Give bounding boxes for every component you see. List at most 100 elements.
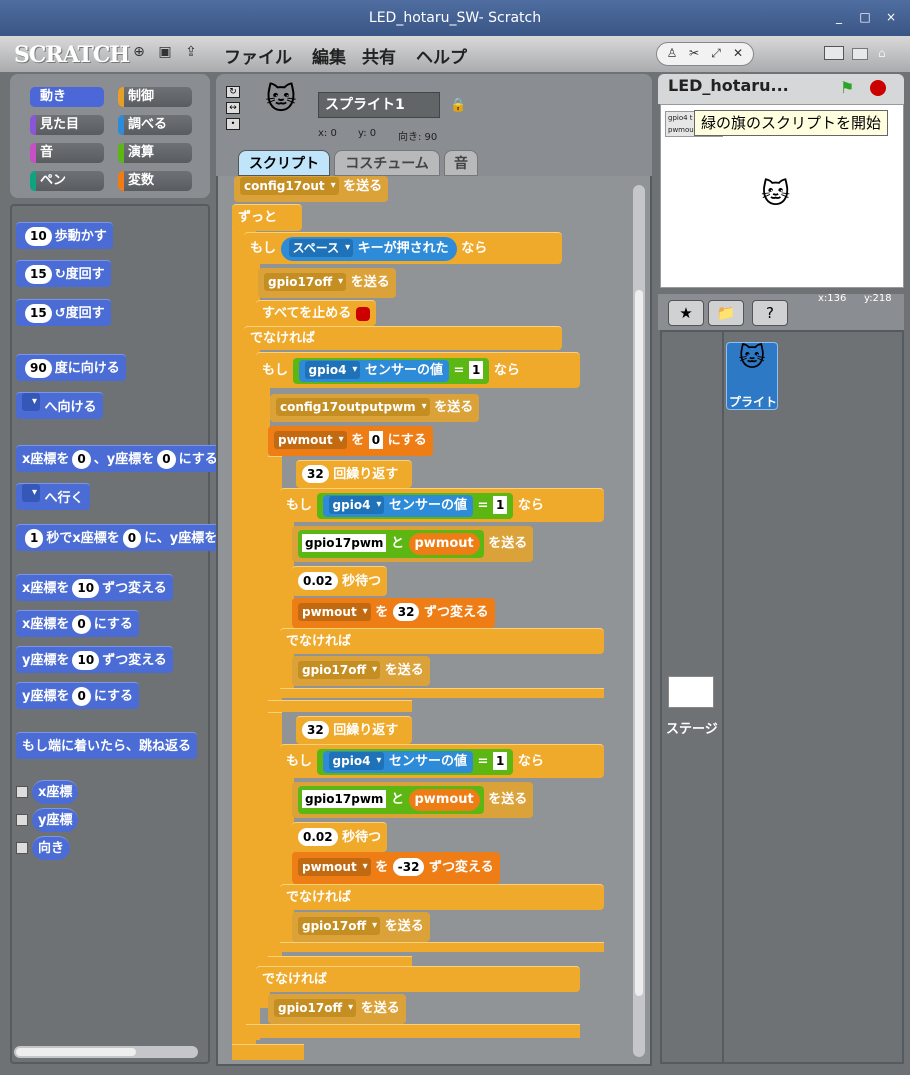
presentation-icon[interactable]: ⌂ <box>878 46 886 60</box>
category-sensing[interactable]: 調べる <box>118 115 192 135</box>
send-gpio17off-3[interactable]: gpio17off を送る <box>292 912 430 942</box>
repeat-count-input[interactable]: 32 <box>302 721 329 739</box>
checkbox-y[interactable] <box>16 814 28 826</box>
wait-input[interactable]: 0.02 <box>298 828 338 846</box>
paint-sprite-icon[interactable]: ★ <box>668 300 704 326</box>
globe-icon[interactable]: ⊕ <box>133 44 145 60</box>
grow-icon[interactable]: ⤢ <box>711 46 721 60</box>
menu-help[interactable]: ヘルプ <box>416 48 467 68</box>
join-text-input[interactable]: gpio17pwm <box>302 790 387 808</box>
pwmout-reporter[interactable]: pwmout <box>408 533 480 555</box>
join-text-input[interactable]: gpio17pwm <box>302 534 387 552</box>
goto-y-input[interactable]: 0 <box>157 450 176 469</box>
sensor-value[interactable]: gpio4 センサーの値 <box>322 751 473 773</box>
category-pen[interactable]: ペン <box>30 171 104 191</box>
pwmout-reporter[interactable]: pwmout <box>408 789 480 811</box>
glide-x-input[interactable]: 0 <box>122 529 142 548</box>
block-bounce[interactable]: もし端に着いたら、跳ね返る <box>16 732 198 759</box>
send-config17out[interactable]: config17out を送る <box>234 176 389 202</box>
set-x-input[interactable]: 0 <box>72 615 91 634</box>
broadcast-dropdown[interactable]: config17out <box>240 177 339 195</box>
stage-tile[interactable] <box>668 676 714 708</box>
reporter-x[interactable]: x座標 <box>32 780 79 804</box>
variable-dropdown[interactable]: pwmout <box>274 431 347 449</box>
sprite-name-field[interactable]: スプライト1 <box>318 92 440 118</box>
reporter-direction[interactable]: 向き <box>32 836 71 860</box>
reporter-y[interactable]: y座標 <box>32 808 79 832</box>
tab-sounds[interactable]: 音 <box>444 150 478 176</box>
wait-2[interactable]: 0.02 秒待つ <box>292 822 388 852</box>
close-button[interactable]: × <box>885 10 897 24</box>
join-operator[interactable]: gpio17pwm と pwmout <box>298 530 484 558</box>
checkbox-x[interactable] <box>16 786 28 798</box>
set-value-input[interactable]: 0 <box>368 431 384 449</box>
stop-sign-icon[interactable] <box>870 80 886 96</box>
menu-file[interactable]: ファイル <box>224 48 292 68</box>
compare-input[interactable]: 1 <box>492 496 508 514</box>
turn-left-input[interactable]: 15 <box>25 304 52 323</box>
if-gpio4-3[interactable]: もし gpio4 センサーの値 = 1 なら <box>280 744 604 778</box>
change-value-input[interactable]: 32 <box>392 603 420 621</box>
change-pwmout-plus[interactable]: pwmout を 32 ずつ変える <box>292 598 495 628</box>
towards-dropdown[interactable] <box>22 393 40 411</box>
goto-x-input[interactable]: 0 <box>72 450 91 469</box>
move-steps-input[interactable]: 10 <box>25 227 52 246</box>
share-icon[interactable]: ⇪ <box>185 44 197 60</box>
equals-operator[interactable]: gpio4 センサーの値 = 1 <box>316 749 514 775</box>
change-y-input[interactable]: 10 <box>72 651 100 670</box>
turn-right-input[interactable]: 15 <box>25 265 52 284</box>
direction-input[interactable]: 90 <box>25 359 52 378</box>
send-gpio17pwm-1[interactable]: gpio17pwm と pwmout を送る <box>292 526 534 562</box>
block-turn-right[interactable]: 15↻度回す <box>16 260 111 287</box>
broadcast-dropdown[interactable]: config17outputpwm <box>276 398 430 416</box>
stop-all-block[interactable]: すべてを止める <box>256 300 376 326</box>
variable-dropdown[interactable]: pwmout <box>298 603 371 621</box>
sprite-tile[interactable]: 🐱 プライト <box>726 342 778 410</box>
tab-costumes[interactable]: コスチューム <box>334 150 440 176</box>
set-pwmout[interactable]: pwmout を 0 にする <box>268 426 433 456</box>
cut-icon[interactable]: ✂ <box>688 46 700 60</box>
layout-small-icon[interactable] <box>852 48 868 60</box>
block-turn-left[interactable]: 15↺度回す <box>16 299 111 326</box>
key-pressed-sensor[interactable]: スペース キーが押された <box>280 237 457 261</box>
send-gpio17off-4[interactable]: gpio17off を送る <box>268 994 406 1024</box>
send-gpio17off-1[interactable]: gpio17off を送る <box>258 268 396 298</box>
category-variables[interactable]: 変数 <box>118 171 192 191</box>
flip-style-icon[interactable]: ↔ <box>226 102 240 114</box>
change-value-input[interactable]: -32 <box>392 858 425 876</box>
if-key-pressed[interactable]: もし スペース キーが押された なら <box>244 232 562 264</box>
equals-operator[interactable]: gpio4 センサーの値 = 1 <box>316 493 514 519</box>
lock-icon[interactable]: 🔒 <box>450 98 467 113</box>
wait-1[interactable]: 0.02 秒待つ <box>292 566 388 596</box>
broadcast-dropdown[interactable]: gpio17off <box>298 661 381 679</box>
sensor-dropdown[interactable]: gpio4 <box>328 752 385 770</box>
duplicate-icon[interactable]: ♙ <box>666 46 678 60</box>
category-control[interactable]: 制御 <box>118 87 192 107</box>
if-gpio4-2[interactable]: もし gpio4 センサーの値 = 1 なら <box>280 488 604 522</box>
key-dropdown[interactable]: スペース <box>288 239 354 257</box>
green-flag-icon[interactable]: ⚑ <box>840 78 855 97</box>
forever-block[interactable]: ずっと <box>232 204 302 231</box>
maximize-button[interactable]: □ <box>859 10 871 24</box>
save-icon[interactable]: ▣ <box>158 44 172 60</box>
palette-hscroll-thumb[interactable] <box>16 1048 136 1056</box>
send-gpio17off-2[interactable]: gpio17off を送る <box>292 656 430 686</box>
if-gpio4-1[interactable]: もし gpio4 センサーの値 = 1 なら <box>256 352 580 388</box>
equals-operator[interactable]: gpio4 センサーの値 = 1 <box>292 358 490 384</box>
wait-input[interactable]: 0.02 <box>298 572 338 590</box>
send-gpio17pwm-2[interactable]: gpio17pwm と pwmout を送る <box>292 782 534 818</box>
glide-secs-input[interactable]: 1 <box>25 529 44 548</box>
block-point-towards[interactable]: へ向ける <box>16 392 103 419</box>
palette-hscroll[interactable] <box>14 1046 198 1058</box>
minimize-button[interactable]: _ <box>836 10 842 24</box>
set-y-input[interactable]: 0 <box>72 687 91 706</box>
repeat-count-input[interactable]: 32 <box>302 465 329 483</box>
sensor-dropdown[interactable]: gpio4 <box>328 496 385 514</box>
